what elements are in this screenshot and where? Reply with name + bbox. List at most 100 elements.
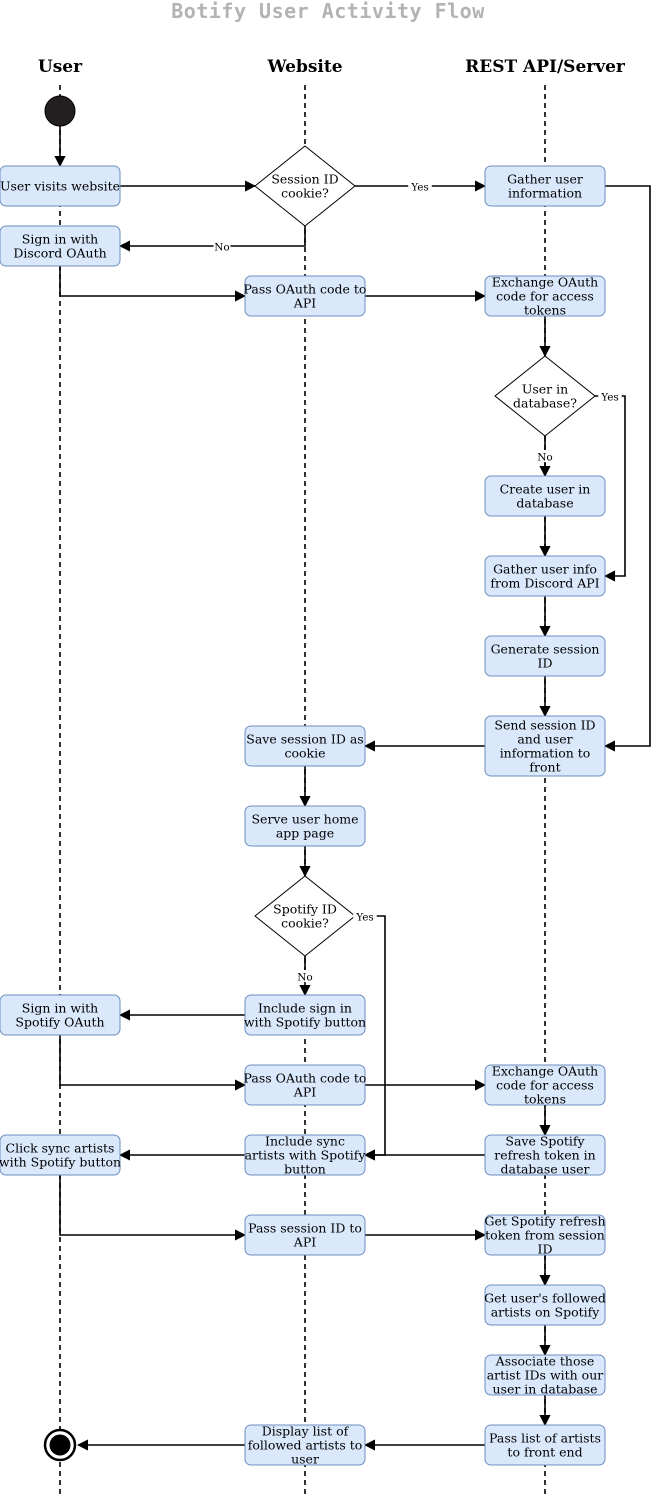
node-text-line: ID — [538, 656, 553, 671]
edge-gather-to-sendsess — [603, 185, 651, 752]
action-box — [0, 165, 121, 207]
node-text-line: Spotify ID — [273, 902, 337, 917]
node-text-line: Pass session ID to — [248, 1221, 362, 1236]
node-text-line: Sign in with — [22, 232, 98, 247]
node-text-line: token from session — [485, 1228, 605, 1243]
action-box — [0, 994, 121, 1036]
edge-label-background — [353, 910, 377, 922]
node-text-line: from Discord API — [490, 576, 599, 591]
edge-discord_signin-to-pass1 — [59, 266, 247, 302]
edge-label-text: Yes — [355, 912, 374, 924]
node-text-line: Sign in with — [22, 1001, 98, 1016]
action-box — [484, 165, 606, 207]
node-text-line: artist IDs with our — [487, 1368, 604, 1383]
node-text-line: cookie? — [281, 186, 329, 201]
action-box — [484, 1424, 606, 1466]
edge-label-background — [408, 180, 432, 192]
edge-label-text: No — [214, 242, 230, 254]
edge-label-sess_q-no: No — [213, 240, 231, 254]
node-text-line: user in database — [492, 1382, 597, 1397]
node-text-line: Exchange OAuth — [492, 275, 599, 290]
edge-label-indb_q-no: No — [536, 450, 554, 464]
action-box — [484, 275, 606, 317]
action-box — [484, 1134, 606, 1176]
node-text-line: Associate those — [495, 1354, 595, 1369]
action-box — [484, 1284, 606, 1326]
action-box — [244, 994, 366, 1036]
action-box — [244, 275, 366, 317]
node-text-line: cookie? — [281, 916, 329, 931]
edge-spot_q-to-inclsync — [355, 915, 386, 1161]
diagram-title: Botify User Activity Flow — [171, 0, 485, 23]
node-text-line: API — [293, 1085, 316, 1100]
node-text-line: information — [508, 186, 582, 201]
node-text-line: database? — [513, 396, 577, 411]
end-node-inner-icon — [49, 1434, 71, 1456]
node-text-line: front — [529, 760, 560, 775]
lane-header-website: Website — [266, 57, 342, 77]
node-text-line: User visits website — [0, 179, 120, 194]
node-visit: User visits website — [0, 165, 121, 207]
node-text-line: Pass list of artists — [489, 1431, 601, 1446]
action-box — [244, 805, 366, 847]
node-text-line: code for access — [496, 289, 594, 304]
node-text-line: database user — [500, 1162, 589, 1177]
action-box — [484, 555, 606, 597]
edge-label-spot_q-no: No — [296, 970, 314, 984]
node-text-line: and user — [517, 732, 572, 747]
node-text-line: Display list of — [262, 1424, 350, 1439]
action-box — [244, 725, 366, 767]
edge-label-indb_q-yes: Yes — [598, 390, 622, 404]
node-text-line: ID — [538, 1242, 553, 1257]
node-start — [44, 95, 76, 127]
action-box — [244, 1424, 366, 1466]
lane-header-user: User — [38, 57, 83, 77]
edge-label-background — [296, 970, 314, 982]
action-box — [484, 1354, 606, 1396]
node-text-line: Pass OAuth code to — [244, 1071, 367, 1086]
action-box — [0, 225, 121, 267]
action-box — [484, 475, 606, 517]
node-text-line: Spotify OAuth — [15, 1015, 104, 1030]
node-text-line: Include sync — [265, 1134, 345, 1149]
node-text-line: with Spotify button — [0, 1155, 121, 1170]
action-box — [484, 635, 606, 677]
edge-label-spot_q-yes: Yes — [353, 910, 377, 924]
edge-label-background — [536, 450, 554, 462]
node-text-line: Gather user info — [493, 562, 597, 577]
node-text-line: Create user in — [500, 482, 591, 497]
action-box — [484, 715, 606, 777]
node-text-line: Exchange OAuth — [492, 1064, 599, 1079]
decision-shape — [254, 875, 356, 957]
edge-sess_q-to-discord_signin — [118, 226, 306, 252]
node-text-line: tokens — [524, 303, 566, 318]
decision-shape — [494, 355, 596, 437]
edge-label-text: No — [297, 972, 313, 984]
node-text-line: information to — [500, 746, 591, 761]
action-box — [0, 1134, 121, 1176]
node-text-line: to front end — [507, 1445, 582, 1460]
node-text-line: database — [516, 496, 573, 511]
action-box — [484, 1214, 606, 1256]
node-text-line: artists on Spotify — [491, 1305, 601, 1320]
node-text-line: cookie — [284, 746, 325, 761]
node-text-line: Session ID — [271, 172, 338, 187]
node-text-line: Pass OAuth code to — [244, 282, 367, 297]
node-text-line: followed artists to — [248, 1438, 363, 1453]
node-text-line: Save session ID as — [246, 732, 363, 747]
